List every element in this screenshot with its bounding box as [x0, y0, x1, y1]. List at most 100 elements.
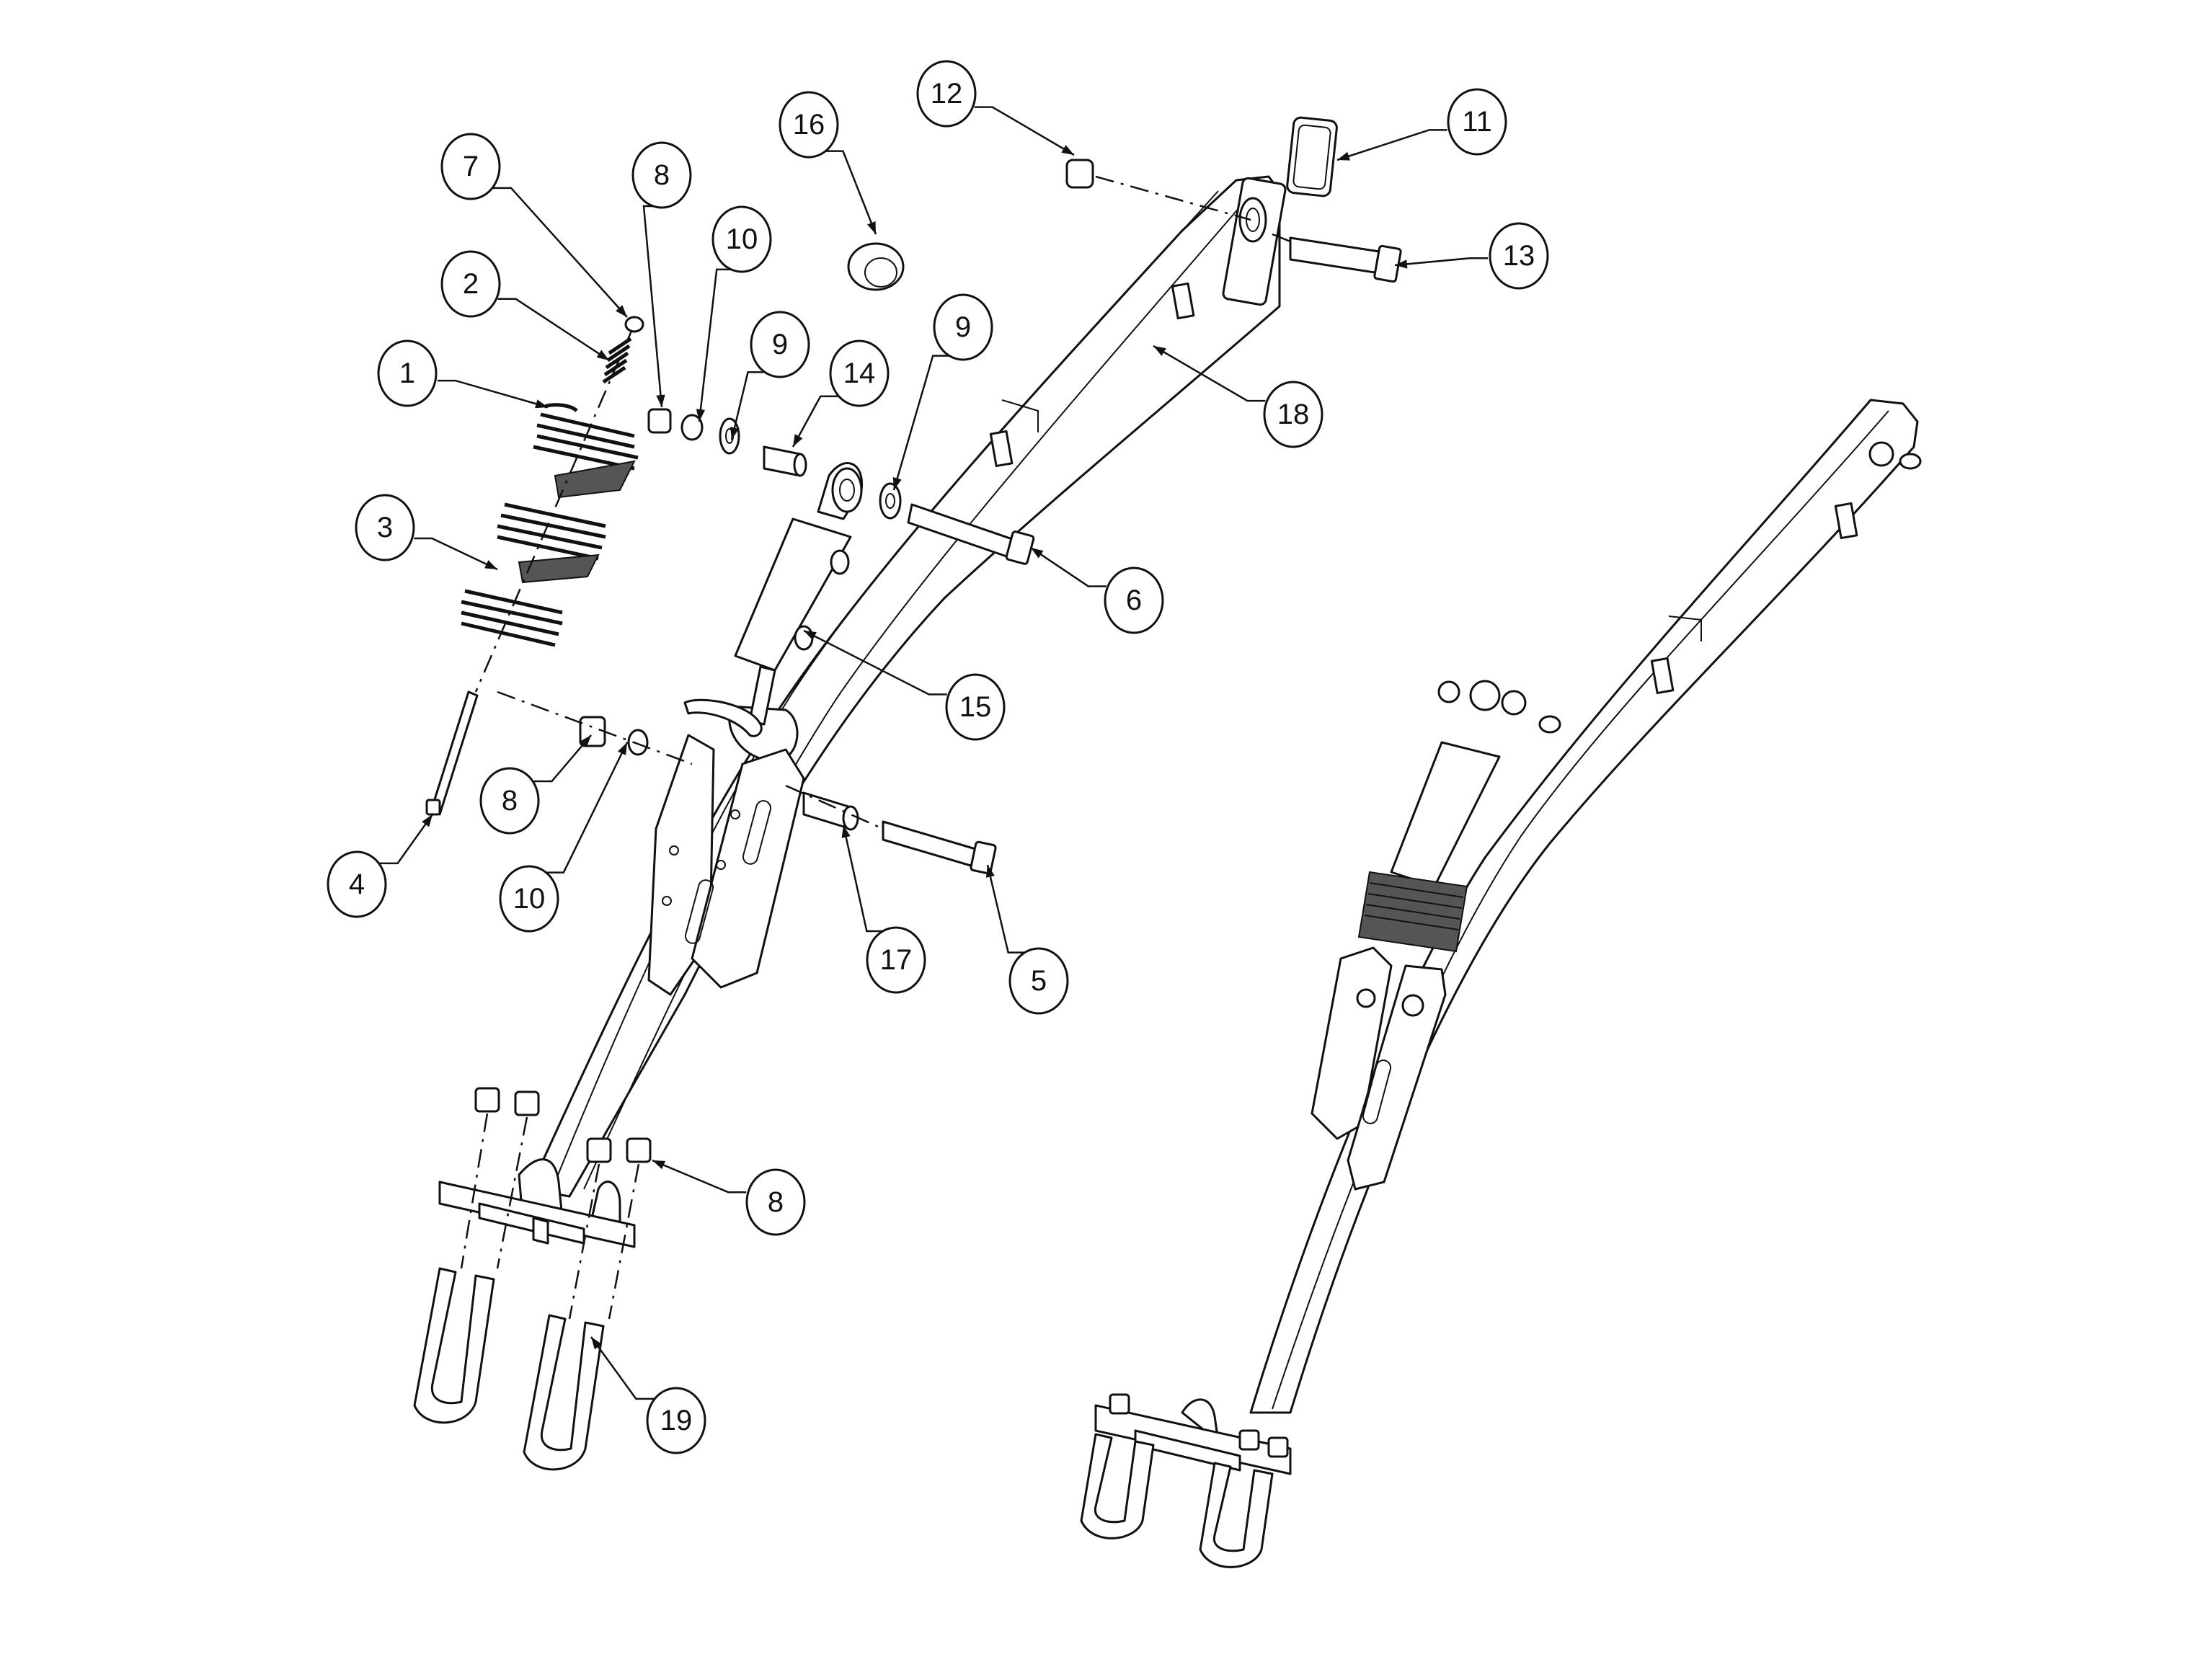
arrowhead-icon	[591, 1337, 602, 1350]
arrowhead-icon	[596, 350, 609, 360]
leader-line	[492, 187, 628, 318]
callout-17[interactable]: 17	[841, 825, 926, 994]
spring-coil-bot	[461, 589, 563, 647]
callout-4[interactable]: 4	[327, 814, 434, 918]
callout-number: 8	[502, 785, 518, 817]
arrowhead-icon	[1061, 145, 1074, 155]
callout-bubble	[377, 339, 438, 407]
callout-16[interactable]: 16	[779, 91, 877, 235]
arrowhead-icon	[1153, 346, 1166, 356]
leader-line	[842, 825, 885, 933]
arrowhead-icon	[1395, 259, 1408, 269]
callout-bubble	[829, 339, 890, 407]
callout-bubble	[440, 133, 501, 200]
arrowhead-icon	[535, 399, 548, 409]
callout-8b[interactable]: 8	[479, 734, 592, 835]
callout-bubble	[945, 673, 1006, 741]
arrowhead-icon	[580, 735, 591, 747]
leader-line	[892, 355, 952, 491]
callout-19[interactable]: 19	[590, 1336, 706, 1454]
arrowhead-icon	[985, 865, 995, 878]
leader-line	[379, 814, 434, 865]
callout-11[interactable]: 11	[1336, 88, 1507, 161]
callout-number: 8	[654, 159, 670, 191]
callout-bubble	[916, 60, 977, 128]
leader-line	[803, 629, 947, 695]
callout-number: 9	[955, 311, 971, 343]
callout-9a[interactable]: 9	[730, 311, 810, 440]
callout-bubble	[933, 293, 993, 361]
leader-line	[642, 205, 663, 408]
callout-number: 17	[880, 944, 913, 976]
arrowhead-icon	[804, 631, 817, 641]
callout-number: 4	[349, 868, 365, 900]
callout-8c[interactable]: 8	[652, 1159, 806, 1236]
leader-line	[497, 298, 610, 362]
callout-9b[interactable]: 9	[892, 293, 993, 491]
callout-bubble	[440, 250, 501, 318]
callout-14[interactable]: 14	[791, 339, 890, 448]
callout-number: 7	[463, 151, 479, 182]
callout-bubble	[779, 91, 839, 159]
leader-line	[590, 1336, 655, 1400]
callout-bubble	[1104, 566, 1164, 634]
spring-plate-2	[518, 554, 600, 584]
assembled-view	[1080, 399, 1922, 1568]
callout-number: 8	[768, 1186, 784, 1218]
small-spring	[602, 337, 632, 384]
arrowhead-icon	[696, 409, 706, 422]
leader-line	[986, 864, 1026, 954]
shock-absorber-exploded	[683, 462, 864, 737]
leader-line	[545, 742, 629, 874]
arrowhead-icon	[422, 814, 433, 827]
callout-bubble	[1447, 88, 1507, 156]
callout-7[interactable]: 7	[440, 133, 628, 318]
callout-number: 14	[843, 357, 876, 389]
arrowhead-icon	[730, 427, 739, 440]
callout-18[interactable]: 18	[1153, 345, 1323, 448]
leader-line	[791, 395, 839, 448]
leader-line	[1336, 129, 1447, 161]
leader-line	[1030, 546, 1107, 587]
callout-bubble	[631, 141, 692, 209]
leader-line	[825, 150, 877, 235]
callout-bubble	[646, 1387, 706, 1454]
callout-number: 3	[377, 512, 393, 543]
callout-10a[interactable]: 10	[696, 205, 772, 422]
callout-12[interactable]: 12	[916, 60, 1075, 156]
callout-bubble	[355, 494, 415, 561]
loose-parts	[413, 116, 1402, 1471]
arrowhead-icon	[616, 305, 627, 317]
leader-line	[414, 537, 498, 571]
callout-1[interactable]: 1	[377, 339, 549, 409]
callout-bubble	[499, 865, 559, 933]
main-arm-exploded	[438, 175, 1287, 1248]
callout-number: 10	[513, 883, 546, 915]
callout-number: 6	[1126, 585, 1142, 616]
callout-6[interactable]: 6	[1030, 546, 1164, 634]
callout-10b[interactable]: 10	[499, 742, 629, 933]
arrowhead-icon	[484, 560, 497, 569]
callout-bubble	[1489, 222, 1549, 290]
callout-number: 15	[959, 691, 992, 723]
spring-plate-1	[554, 460, 636, 499]
callout-5[interactable]: 5	[985, 864, 1069, 1015]
arrowhead-icon	[793, 434, 803, 447]
callout-8a[interactable]: 8	[631, 141, 692, 408]
leader-line	[974, 106, 1075, 156]
leader-line	[533, 734, 592, 783]
arrowhead-icon	[1337, 151, 1350, 161]
spring-stack	[461, 316, 644, 693]
callout-number: 9	[772, 329, 788, 360]
callout-3[interactable]: 3	[355, 494, 498, 571]
callout-15[interactable]: 15	[803, 629, 1006, 741]
callout-2[interactable]: 2	[440, 250, 610, 362]
arrowhead-icon	[618, 742, 627, 755]
callout-13[interactable]: 13	[1394, 222, 1549, 290]
callout-bubble	[327, 850, 387, 918]
callout-bubble	[1263, 381, 1323, 448]
spring-coil-mid	[497, 502, 606, 561]
leader-line	[698, 268, 735, 422]
